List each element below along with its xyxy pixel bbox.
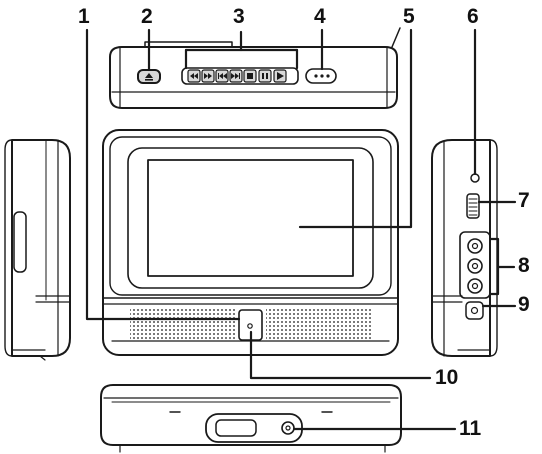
leader-10 [249, 330, 432, 380]
right-side-view [431, 139, 498, 357]
callout-6: 6 [467, 5, 479, 28]
pause-icon [262, 73, 268, 79]
skip-forward-icon [231, 73, 240, 79]
callout-3: 3 [233, 5, 245, 28]
callout-5: 5 [403, 5, 415, 28]
skip-back-icon [218, 73, 227, 79]
lcd-screen [147, 159, 354, 277]
callout-2: 2 [141, 5, 153, 28]
callout-1: 1 [78, 5, 90, 28]
top-view [109, 27, 401, 109]
play-icon [277, 72, 284, 80]
leader-5 [298, 28, 413, 229]
right-speaker-grille [266, 308, 372, 339]
leader-3-bracket-ends [184, 48, 299, 70]
left-side-view [4, 139, 71, 361]
callout-4: 4 [314, 5, 326, 28]
left-speaker-grille [130, 308, 236, 339]
av-jack-top [467, 238, 483, 254]
eject-bar [145, 79, 153, 81]
stand-slot [215, 419, 257, 437]
callout-11: 11 [459, 417, 482, 440]
volume-control[interactable] [466, 193, 480, 219]
av-jack-panel [459, 231, 491, 299]
callout-8: 8 [518, 254, 530, 277]
pause-button[interactable] [258, 69, 272, 83]
callout-7: 7 [518, 189, 530, 212]
front-view [102, 129, 399, 356]
side-slot [13, 211, 27, 273]
transport-button-group [181, 67, 299, 85]
dc-input-jack [465, 301, 484, 320]
stop-icon [247, 73, 253, 79]
fast-forward-icon [204, 73, 212, 79]
leader-1 [85, 28, 241, 321]
leader-8-bracket [489, 237, 500, 296]
av-jack-bottom [467, 278, 483, 294]
callout-10: 10 [435, 366, 459, 389]
callout-9: 9 [518, 293, 530, 316]
av-jack-middle [467, 258, 483, 274]
leader-lines [85, 28, 517, 431]
eject-icon [145, 73, 153, 78]
rewind-icon [190, 73, 198, 79]
bottom-view [100, 384, 402, 453]
